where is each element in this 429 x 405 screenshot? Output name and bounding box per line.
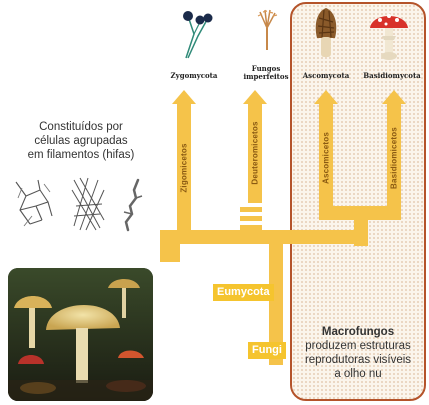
basidiomycota-label: Basidiomycota xyxy=(356,72,428,80)
ascomycota-label: Ascomycota xyxy=(292,72,360,80)
morel-icon xyxy=(304,4,348,62)
deuteromicetos-arrow: Deuteromicetos xyxy=(248,103,262,203)
eumycota-tag: Eumycota xyxy=(213,284,274,301)
fungi-tag: Fungi xyxy=(248,342,286,359)
macro-line-2: reprodutoras visíveis xyxy=(292,353,424,367)
hyphae-bundle-sketch xyxy=(70,176,106,232)
hypha-chain-sketch xyxy=(118,176,146,232)
ascomycota-arrow: Ascomicetos xyxy=(319,103,333,213)
main-branch xyxy=(160,230,368,244)
desc-line-3: em filamentos (hifas) xyxy=(16,148,146,162)
desc-line-1: Constituídos por xyxy=(16,120,146,134)
fungos-imperfeitos-label: Fungos imperfeitos xyxy=(236,65,296,81)
zygomycota-arrow: Zigomicetos xyxy=(177,103,191,233)
mushrooms-illustration xyxy=(8,268,153,401)
basidiomicetos-label: Basidiomicetos xyxy=(390,127,399,189)
zigomicetos-label: Zigomicetos xyxy=(180,143,189,192)
desc-line-2: células agrupadas xyxy=(16,134,146,148)
fungos-imperfeitos-icon xyxy=(252,6,282,52)
mushrooms-photo xyxy=(8,268,153,401)
amanita-icon xyxy=(366,6,412,62)
hyphae-network-sketch xyxy=(12,176,56,232)
basidiomycota-arrow: Basidiomicetos xyxy=(387,103,401,213)
zygomycota-label: Zygomycota xyxy=(154,72,234,80)
basidiomycota-arrowhead xyxy=(382,90,406,104)
zygomycota-sporangia-icon xyxy=(174,6,218,60)
hyphae-description: Constituídos por células agrupadas em fi… xyxy=(16,120,146,162)
macro-line-1: produzem estruturas xyxy=(292,339,424,353)
deuteromicetos-arrowhead xyxy=(243,90,267,104)
macro-line-3: a olho nu xyxy=(292,367,424,381)
ascomycota-arrowhead xyxy=(314,90,338,104)
ascomicetos-label: Ascomicetos xyxy=(322,132,331,184)
dash-1 xyxy=(240,207,262,212)
left-branch-stub xyxy=(160,240,180,262)
deuteromicetos-label: Deuteromicetos xyxy=(251,121,260,184)
zygomycota-arrowhead xyxy=(172,90,196,104)
macrofungos-caption: Macrofungos produzem estruturas reprodut… xyxy=(292,325,424,381)
dash-2 xyxy=(240,216,262,221)
fungos-imperfeitos-line2: imperfeitos xyxy=(236,73,296,81)
macrofungos-title: Macrofungos xyxy=(292,325,424,339)
